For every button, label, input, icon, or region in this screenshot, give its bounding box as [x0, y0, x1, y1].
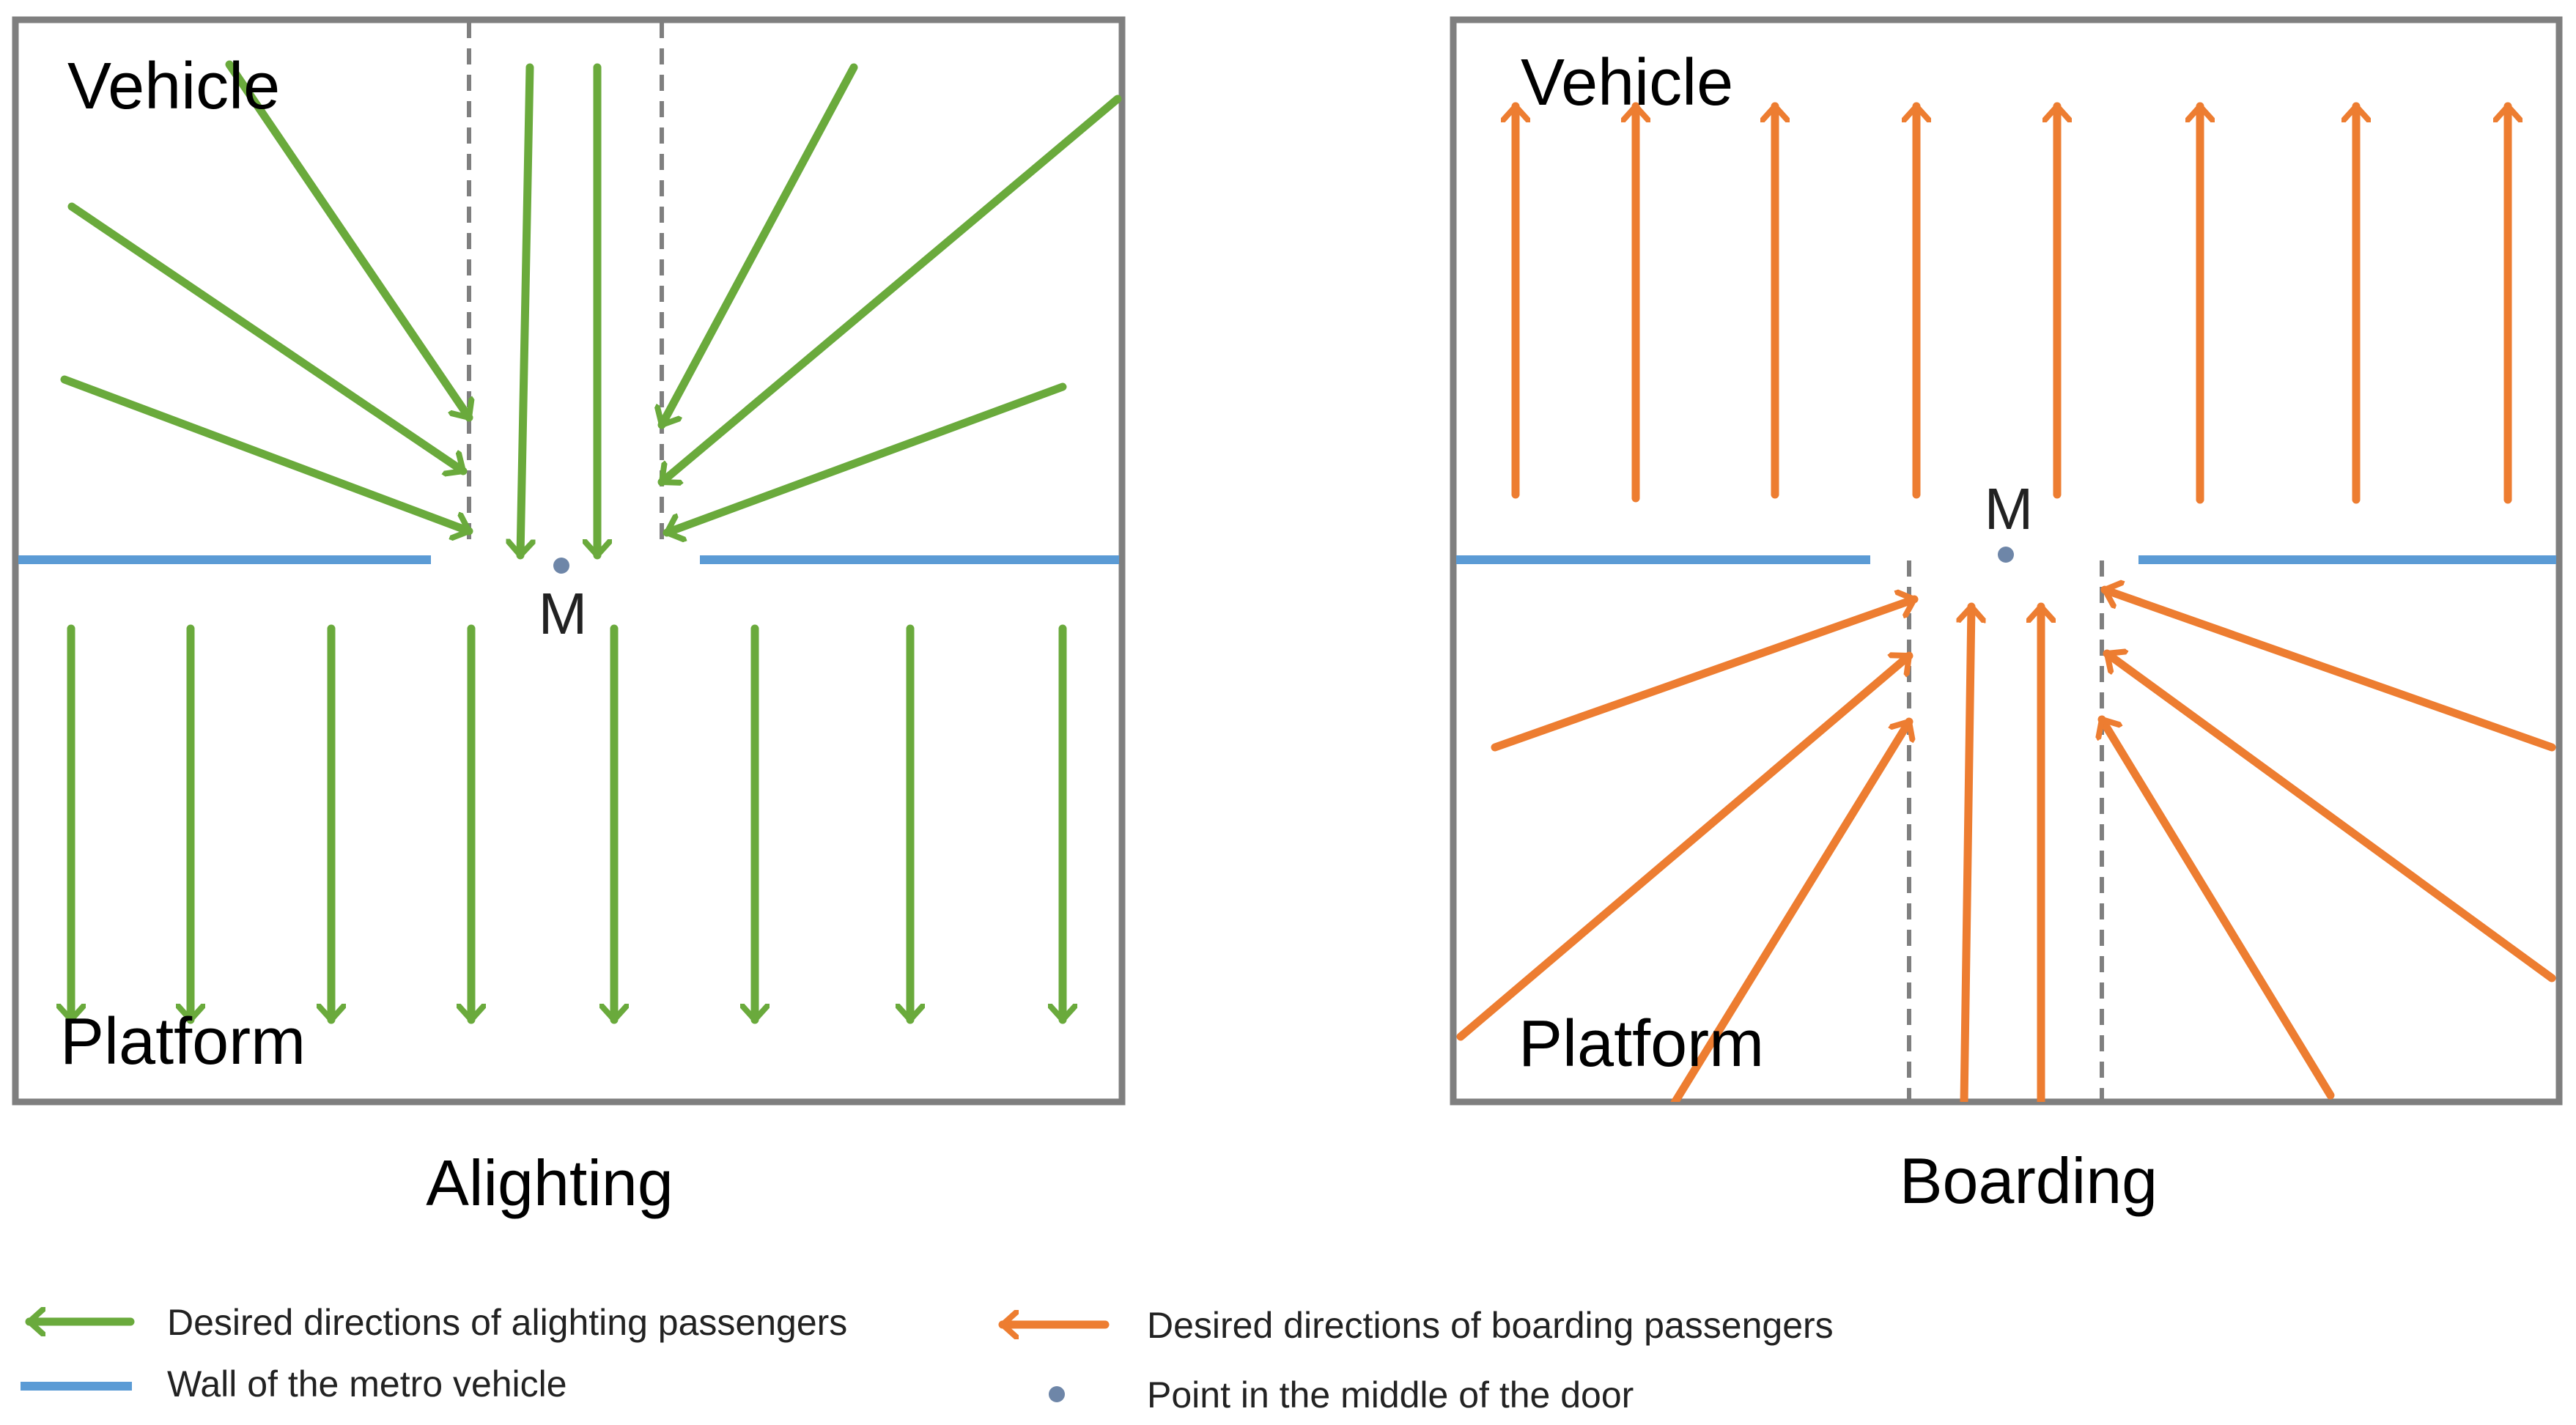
boarding-arrows-vehicle: [1516, 102, 2508, 504]
legend: Desired directions of alighting passenge…: [21, 1302, 1834, 1415]
boarding-caption: Boarding: [1900, 1144, 2158, 1217]
vehicle-label: Vehicle: [67, 50, 280, 123]
boarding-arrow: [1456, 651, 1913, 1041]
legend-point-icon: [1049, 1386, 1065, 1402]
legend-wall-text: Wall of the metro vehicle: [167, 1363, 567, 1404]
vehicle-label: Vehicle: [1521, 46, 1733, 119]
alighting-arrow: [60, 375, 473, 531]
alighting-arrow: [225, 60, 469, 422]
platform-label: Platform: [60, 1005, 306, 1078]
door-middle-point: [1998, 547, 2014, 563]
boarding-arrow: [1964, 602, 1971, 1102]
boarding-arrow: [2100, 590, 2556, 752]
alighting-arrows-platform: [71, 624, 1063, 1024]
alighting-arrow: [662, 63, 858, 429]
boarding-door-lines: [1907, 560, 2104, 1099]
alighting-arrow: [67, 202, 468, 471]
point-label: M: [539, 581, 588, 646]
boarding-arrow: [2103, 654, 2556, 982]
point-label: M: [1985, 476, 2034, 541]
boarding-arrow: [1670, 717, 1909, 1102]
alighting-door-lines: [467, 22, 664, 544]
alighting-arrow: [657, 95, 1122, 486]
boarding-panel: M Vehicle Platform Boarding: [1450, 16, 2563, 1217]
door-middle-point: [553, 558, 569, 574]
alighting-frame: [12, 16, 1126, 1106]
alighting-arrows-vehicle: [60, 60, 1122, 560]
legend-point-text: Point in the middle of the door: [1147, 1374, 1634, 1415]
alighting-arrow: [520, 63, 530, 560]
alighting-arrow: [663, 382, 1067, 533]
alighting-panel: M Vehicle Platform Alighting: [12, 16, 1126, 1219]
platform-label: Platform: [1518, 1007, 1764, 1081]
legend-alighting-text: Desired directions of alighting passenge…: [167, 1302, 847, 1343]
boarding-frame: [1450, 16, 2563, 1106]
legend-boarding-text: Desired directions of boarding passenger…: [1147, 1305, 1834, 1346]
boarding-arrow: [1491, 599, 1919, 752]
boarding-arrow: [2102, 715, 2335, 1100]
boarding-arrows-platform: [1456, 590, 2556, 1102]
alighting-caption: Alighting: [426, 1147, 673, 1219]
